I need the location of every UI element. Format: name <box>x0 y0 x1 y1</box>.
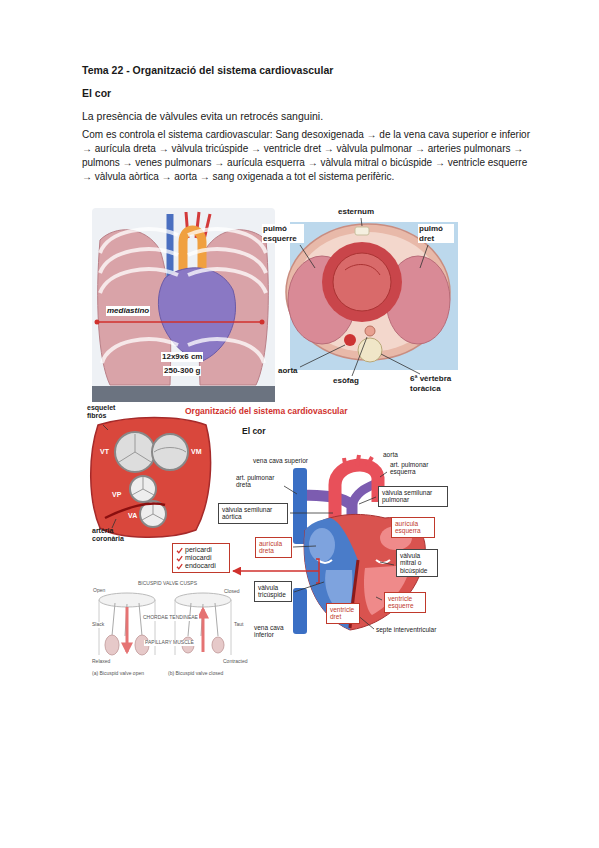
checklist-item: pericardi <box>176 546 226 554</box>
cross-section-figure <box>286 218 458 376</box>
box-text: vàlvula mitral o bicúspide <box>400 552 434 574</box>
checklist-item: endocardi <box>176 562 226 570</box>
chamber-box: ventricle esquerre <box>384 592 426 613</box>
box-text: aurícula esquerra <box>395 520 431 535</box>
part-label: pulmó dret <box>418 224 454 243</box>
checklist-box: pericardimiocardiendocardi <box>172 543 230 573</box>
caption-text: (b) Bicuspid valve closed <box>168 671 223 677</box>
sketch-label: CHORDAE TENDINEAE <box>142 615 199 621</box>
box-text: ventricle dret <box>330 606 356 621</box>
box-text: vàlvula semilunar aòrtica <box>222 506 284 521</box>
box-text: ventricle esquerre <box>388 595 422 610</box>
part-label: pulmó esquerre <box>262 224 304 243</box>
sketch-label: Taut <box>234 622 243 628</box>
dimension: 12x9x6 cm <box>161 352 203 362</box>
check-mark <box>176 563 183 570</box>
chamber-box: ventricle dret <box>326 603 360 624</box>
valve-label: VT <box>100 448 109 456</box>
part-label: artèria coronària <box>92 527 136 544</box>
part-label: vena cava inferior <box>254 624 291 639</box>
list-text: endocardi <box>185 562 216 570</box>
part-label: esquelet fibrós <box>87 404 129 421</box>
part-label: art. pulmonar esquerra <box>390 461 448 476</box>
part-label: esternum <box>338 207 374 217</box>
chest-figure <box>92 208 275 402</box>
box-text: aurícula dreta <box>259 540 288 555</box>
chamber-box: aurícula dreta <box>255 537 292 558</box>
page-title: Tema 22 - Organització del sistema cardi… <box>82 64 333 77</box>
caption-text: (a) Bicuspid valve open <box>92 671 144 677</box>
valve-sketch <box>99 593 231 655</box>
box-text: vàlvula semilunar pulmonar <box>382 489 444 504</box>
part-label: mediastino <box>106 306 150 316</box>
check-mark <box>176 555 183 562</box>
part-label: septe interventricular <box>376 626 438 633</box>
figure-heading: El cor <box>242 426 266 436</box>
chamber-box: aurícula esquerra <box>391 517 435 538</box>
sketch-label: Closed <box>224 589 240 595</box>
heart-figure <box>233 455 425 634</box>
dimension: 250-300 g <box>163 366 201 376</box>
section-heading: El cor <box>82 87 111 100</box>
part-label: 6ª vèrtebra toràcica <box>410 374 468 393</box>
valve-label: VP <box>112 491 121 499</box>
sketch-label: Relaxed <box>91 659 111 665</box>
sketch-label: Open <box>93 588 105 594</box>
sketch-label: Slack <box>91 622 105 628</box>
body-text: Com es controla el sistema cardiovascula… <box>82 128 530 184</box>
box-text: vàlvula tricúspide <box>258 584 288 599</box>
valve-label: VM <box>191 448 202 456</box>
sketch-label: PAPILLARY MUSCLE <box>144 640 195 646</box>
part-label: esòfag <box>333 376 359 386</box>
check-mark <box>176 547 183 554</box>
part-label: aorta <box>383 451 398 458</box>
sketch-label: BICUSPID VALVE CUSPS <box>138 581 197 587</box>
body-text: La presència de vàlvules evita un retroc… <box>82 110 323 123</box>
list-text: miocardi <box>185 554 211 562</box>
valve-box: vàlvula mitral o bicúspide <box>396 549 438 577</box>
valve-box: vàlvula semilunar pulmonar <box>378 486 448 507</box>
figure-heading: Organització del sistema cardiovascular <box>185 406 348 416</box>
valve-box: vàlvula tricúspide <box>254 581 292 602</box>
valve-box: vàlvula semilunar aòrtica <box>218 503 288 524</box>
part-label: art. pulmonar dreta <box>236 474 284 489</box>
sketch-label: Contracted <box>222 659 248 665</box>
fibrous-skeleton-figure <box>91 418 211 538</box>
list-text: pericardi <box>185 546 212 554</box>
part-label: vena cava superior <box>253 457 308 464</box>
checklist-item: miocardi <box>176 554 226 562</box>
valve-label: VA <box>128 512 137 520</box>
part-label: aorta <box>278 366 298 376</box>
